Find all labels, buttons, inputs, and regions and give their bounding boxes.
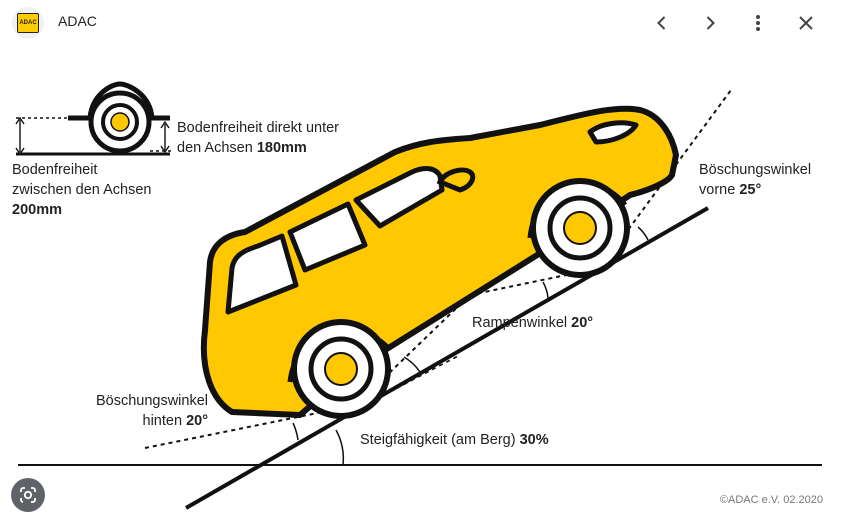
front-approach-dashed <box>599 89 732 269</box>
label-bodenfreiheit-zwischen-line2: zwischen den Achsen <box>12 182 152 198</box>
label-bodenfreiheit-unter-line2: den Achsen <box>177 140 257 156</box>
label-boeschung-vorne-value: 25° <box>739 182 762 198</box>
label-bodenfreiheit-zwischen-line1: Bodenfreiheit <box>12 162 98 178</box>
next-button[interactable] <box>695 8 725 38</box>
adac-logo-mark: ADAC <box>17 13 39 33</box>
close-icon <box>799 16 813 30</box>
label-boeschung-hinten-line2: hinten <box>142 413 187 429</box>
label-rampenwinkel: Rampenwinkel 20° <box>472 313 593 333</box>
car-window-front <box>353 166 445 229</box>
ramp-angle-arc <box>403 356 421 373</box>
label-boeschung-hinten: Böschungswinkel hinten 20° <box>80 391 208 431</box>
label-bodenfreiheit-zwischen: Bodenfreiheit zwischen den Achsen 200mm <box>12 160 151 220</box>
ramp-dashed-front <box>469 267 601 296</box>
label-rampenwinkel-text: Rampenwinkel <box>472 315 572 331</box>
more-options-button[interactable] <box>743 8 773 38</box>
car-window-mid <box>287 201 368 273</box>
front-wheel <box>530 178 630 278</box>
rear-angle-arc <box>292 422 299 441</box>
label-boeschung-vorne-line2: vorne <box>699 182 740 198</box>
label-boeschung-vorne-line1: Böschungswinkel <box>699 162 812 178</box>
label-bodenfreiheit-unter-line1: Bodenfreiheit direkt unter <box>177 120 340 136</box>
google-lens-icon <box>20 487 36 503</box>
label-bodenfreiheit-zwischen-value: 200mm <box>12 202 62 218</box>
label-rampenwinkel-value: 20° <box>571 315 594 331</box>
app-title: ADAC <box>58 13 97 29</box>
adac-logo[interactable]: ADAC <box>12 7 44 39</box>
label-boeschung-hinten-value: 20° <box>186 413 208 429</box>
close-button[interactable] <box>791 8 821 38</box>
steig-angle-arc <box>335 429 345 466</box>
copyright-text: ©ADAC e.V. 02.2020 <box>719 494 823 506</box>
car-side-mirror <box>436 167 476 193</box>
chevron-right-icon <box>706 16 715 30</box>
rear-wheel <box>291 319 391 419</box>
car-headlight <box>587 120 639 145</box>
label-bodenfreiheit-unter-value: 180mm <box>256 140 307 156</box>
car-window-rear <box>225 233 299 315</box>
ramp-angle-arc-2 <box>542 281 549 299</box>
chevron-left-icon <box>657 16 666 30</box>
more-vert-icon <box>756 15 760 31</box>
label-steigfaehigkeit-text: Steigfähigkeit (am Berg) <box>360 432 520 448</box>
front-angle-arc <box>637 226 649 241</box>
slope-line <box>185 206 709 510</box>
previous-button[interactable] <box>647 8 677 38</box>
clearance-body <box>68 81 170 121</box>
top-bar: ADAC ADAC <box>0 0 841 46</box>
label-bodenfreiheit-unter: Bodenfreiheit direkt unter den Achsen 18… <box>177 118 339 158</box>
slope-extension-dashed <box>339 354 461 419</box>
clearance-diagram <box>15 81 172 156</box>
label-steigfaehigkeit: Steigfähigkeit (am Berg) 30% <box>360 430 549 450</box>
label-boeschung-hinten-line1: Böschungswinkel <box>95 393 208 409</box>
label-boeschung-vorne: Böschungswinkel vorne 25° <box>699 160 811 200</box>
google-lens-button[interactable] <box>11 478 45 512</box>
label-steigfaehigkeit-value: 30% <box>519 432 549 448</box>
